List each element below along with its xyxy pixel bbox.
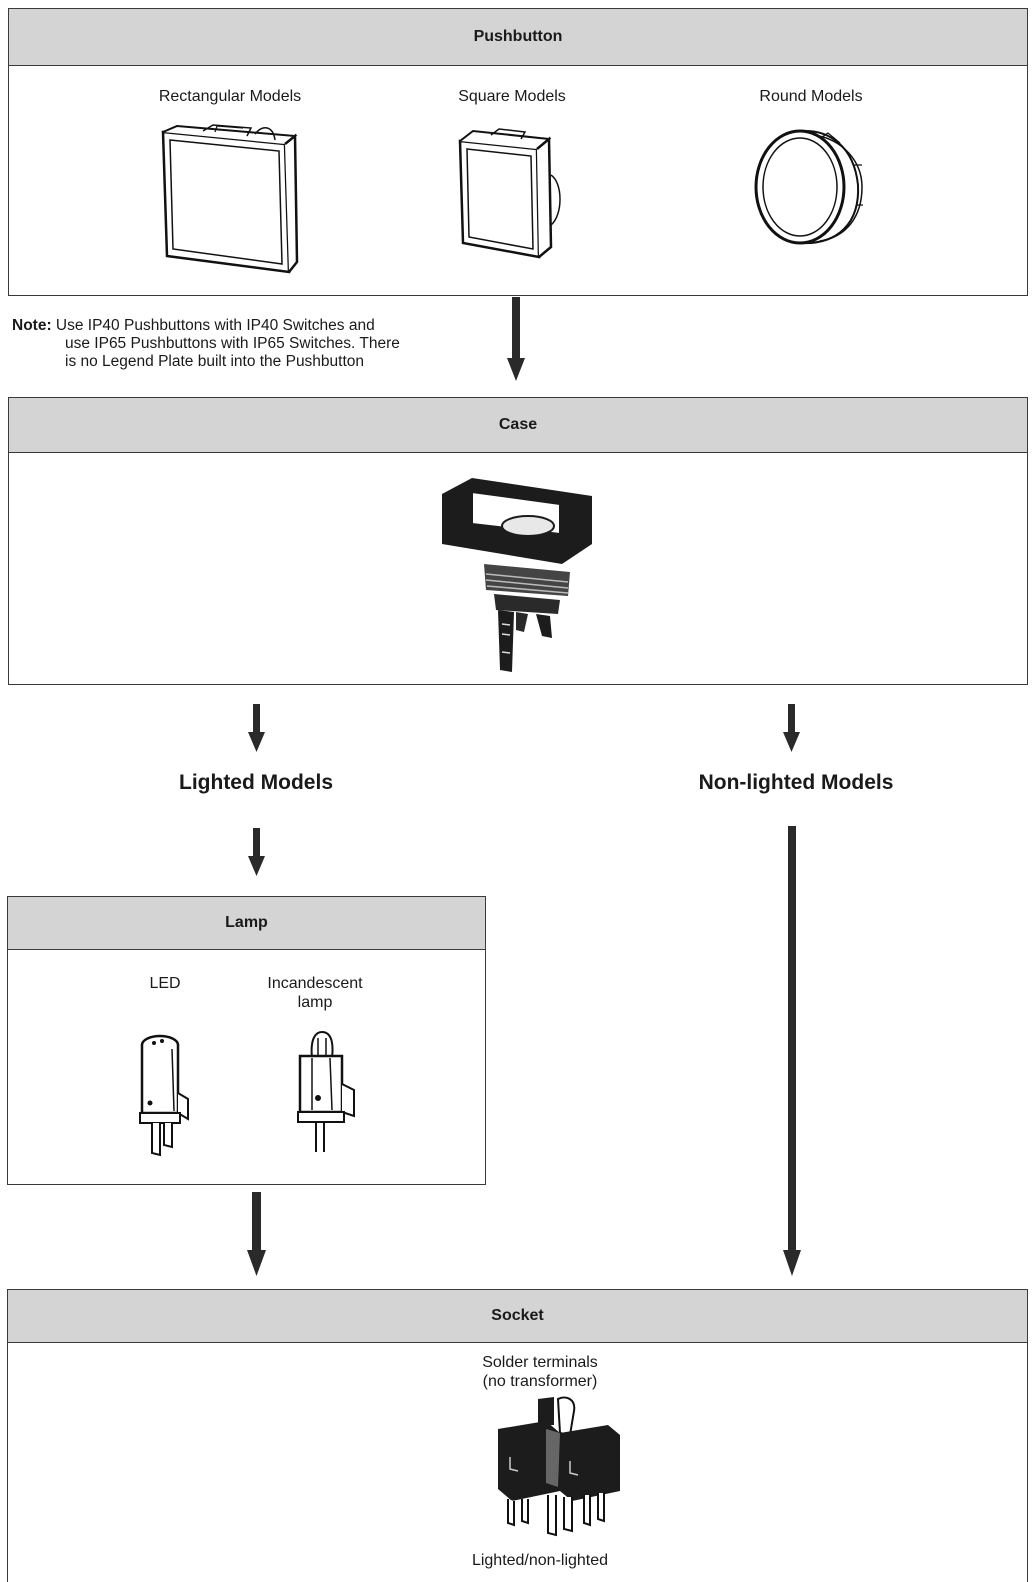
note-line-3: is no Legend Plate built into the Pushbu…	[65, 353, 365, 370]
round-pushbutton-illustration	[754, 129, 863, 245]
lamp-header: Lamp	[7, 896, 486, 950]
case-header: Case	[8, 397, 1028, 453]
lamp-body	[7, 950, 486, 1185]
socket-title: Socket	[491, 1307, 544, 1324]
round-models-label: Round Models	[759, 88, 863, 105]
arrow-lighted-to-lamp	[248, 828, 265, 876]
arrow-non-lighted-to-socket	[783, 826, 801, 1276]
pushbutton-header: Pushbutton	[8, 8, 1028, 66]
case-title: Case	[498, 416, 538, 433]
lamp-title: Lamp	[225, 914, 268, 931]
square-models-label: Square Models	[458, 88, 566, 105]
rectangular-pushbutton-illustration	[161, 124, 299, 274]
pushbutton-title: Pushbutton	[473, 28, 563, 45]
arrow-pushbutton-to-case	[507, 297, 525, 381]
note-text: Note: Use IP40 Pushbuttons with IP40 Swi…	[12, 317, 482, 371]
socket-illustration	[498, 1396, 620, 1537]
case-illustration	[442, 478, 592, 672]
lighted-models-label: Lighted Models	[179, 771, 333, 794]
note-line-1: Use IP40 Pushbuttons with IP40 Switches …	[55, 317, 375, 334]
arrow-lamp-to-socket	[247, 1192, 266, 1276]
lighted-non-lighted-label: Lighted/non-lighted	[471, 1552, 609, 1569]
socket-header: Socket	[7, 1289, 1028, 1343]
led-lamp-illustration	[139, 1034, 189, 1157]
rectangular-models-label: Rectangular Models	[158, 88, 302, 105]
square-pushbutton-illustration	[458, 128, 561, 259]
incandescent-lamp-label: Incandescent lamp	[267, 975, 363, 1011]
arrow-case-to-non-lighted	[783, 704, 800, 752]
led-label: LED	[149, 975, 181, 992]
incandescent-lamp-illustration	[297, 1030, 355, 1152]
non-lighted-models-label: Non-lighted Models	[698, 771, 894, 794]
solder-terminals-label: Solder terminals (no transformer)	[482, 1354, 598, 1390]
note-line-2: use IP65 Pushbuttons with IP65 Switches.…	[65, 335, 400, 352]
arrow-case-to-lighted	[248, 704, 265, 752]
note-prefix: Note:	[12, 317, 52, 334]
